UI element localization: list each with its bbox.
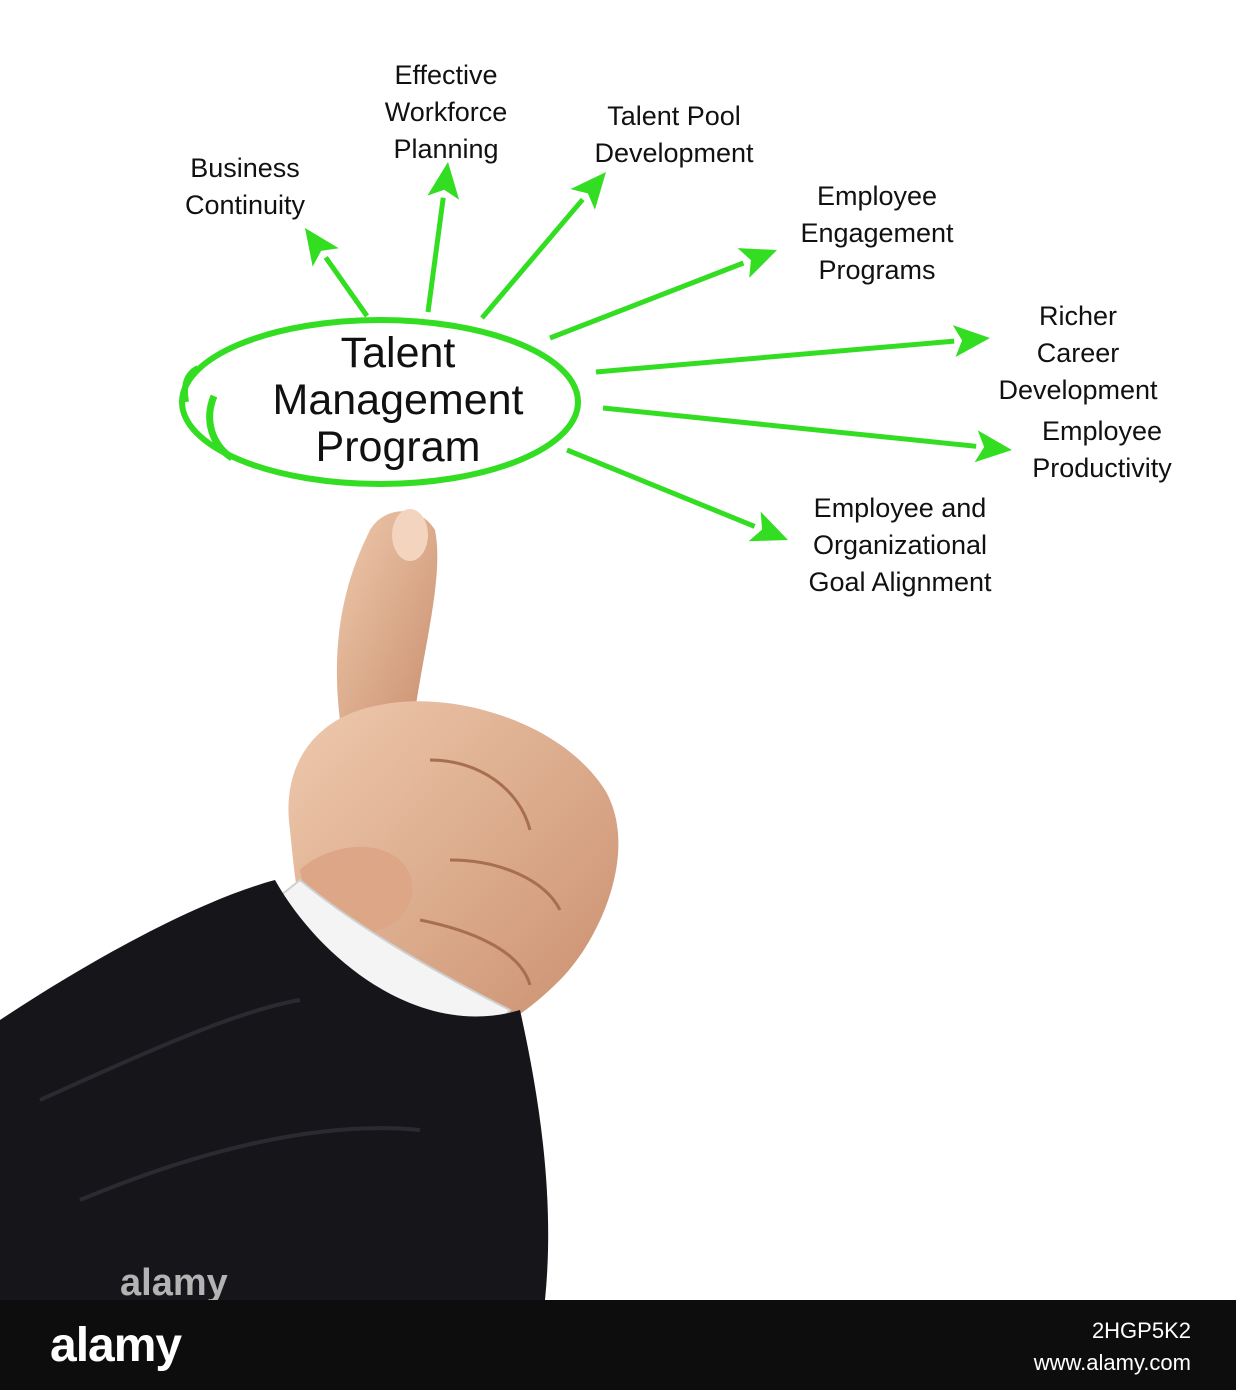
arrow-to-career-development: [595, 325, 990, 375]
arrow-to-talent-pool: [480, 172, 606, 320]
arrow-to-engagement: [549, 248, 777, 341]
arrow-to-workforce-planning: [425, 162, 460, 313]
node-employee-goal-alignment: Employee and Organizational Goal Alignme…: [808, 493, 992, 597]
arrow-head: [305, 228, 339, 267]
arrow-to-productivity: [602, 405, 1012, 463]
curled-fingers: [419, 758, 562, 986]
arrow-shaft: [566, 447, 756, 529]
arrow-head: [974, 430, 1012, 463]
pointing-hand-illustration: [0, 509, 619, 1300]
footer-bar: alamy 2HGP5K2 www.alamy.com: [0, 1300, 1236, 1390]
site-url: www.alamy.com: [1033, 1350, 1191, 1375]
node-employee-productivity: Employee Productivity: [1032, 416, 1172, 483]
arrow-shaft: [323, 255, 370, 318]
arrow-shaft: [425, 197, 446, 313]
image-id: 2HGP5K2: [1091, 1318, 1191, 1343]
node-richer-career-development: Richer Career Development: [998, 301, 1158, 405]
arrows-group: [305, 162, 1012, 542]
center-label: Talent Management Program: [272, 329, 524, 471]
node-talent-pool-development: Talent Pool Development: [594, 101, 754, 168]
jacket-sleeve: [0, 880, 549, 1300]
arrow-head: [570, 172, 606, 210]
arrow-shaft: [480, 197, 585, 320]
fingernail: [392, 509, 428, 561]
node-business-continuity: Business Continuity: [184, 153, 306, 220]
node-effective-workforce-planning: Effective Workforce Planning: [384, 60, 508, 164]
node-employee-engagement-programs: Employee Engagement Programs: [800, 181, 954, 285]
arrow-to-goal-alignment: [566, 447, 788, 542]
arrow-head: [952, 325, 990, 358]
index-finger: [336, 511, 438, 735]
arrow-head: [748, 511, 788, 542]
center-ellipse: [179, 317, 581, 487]
arrow-to-business-continuity: [305, 228, 370, 318]
arrow-head: [737, 248, 777, 278]
arrow-head: [427, 162, 460, 200]
arrow-shaft: [549, 260, 745, 341]
brand-logo: alamy: [50, 1319, 182, 1372]
watermark-text: alamy: [120, 1262, 228, 1304]
arrow-shaft: [595, 338, 955, 375]
arrow-shaft: [602, 405, 977, 449]
